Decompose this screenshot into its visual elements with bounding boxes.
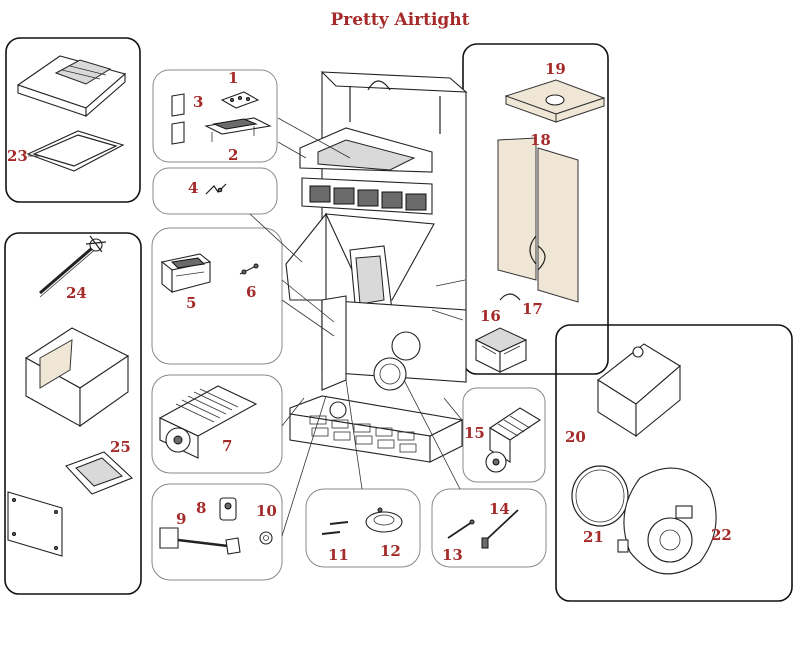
label-15: 15 <box>464 424 485 442</box>
pressure-switch-part <box>365 507 403 533</box>
group-box-pressure <box>305 488 421 568</box>
stove-body-assembly <box>285 71 468 463</box>
fan-blades <box>175 388 239 423</box>
probe-long-part <box>481 509 519 549</box>
label-24: 24 <box>66 284 87 302</box>
label-1: 1 <box>228 69 238 87</box>
group-box-motor <box>151 483 283 581</box>
label-12: 12 <box>380 542 401 560</box>
cover-plate-part <box>7 491 63 557</box>
clip-part <box>171 93 185 145</box>
label-10: 10 <box>256 502 277 520</box>
label-17: 17 <box>522 300 543 318</box>
side-panels-part <box>497 137 579 303</box>
label-7: 7 <box>222 437 232 455</box>
sensor-part <box>205 183 227 195</box>
group-box-fan <box>151 374 283 474</box>
label-11: 11 <box>328 546 349 564</box>
bracket-part <box>204 117 272 142</box>
blower-gasket-part <box>571 465 629 527</box>
label-2: 2 <box>228 146 238 164</box>
label-13: 13 <box>442 546 463 564</box>
convection-fan-part <box>158 385 258 459</box>
baffle-top-part <box>504 79 606 123</box>
label-5: 5 <box>186 294 196 312</box>
label-20: 20 <box>565 428 586 446</box>
group-box-top-left <box>5 37 141 203</box>
hopper-cover-part <box>24 327 130 428</box>
label-9: 9 <box>176 510 186 528</box>
label-16: 16 <box>480 307 501 325</box>
group-box-sensor <box>152 167 278 215</box>
switch-panel-part <box>220 91 260 109</box>
diagram-title: Pretty Airtight <box>330 10 470 30</box>
label-3: 3 <box>193 93 203 111</box>
thermocouple-part <box>239 263 259 275</box>
pressure-fitting-part <box>321 521 349 535</box>
label-25: 25 <box>110 438 131 456</box>
gear-motor-part <box>219 497 237 521</box>
group-box-blower-fan <box>462 387 546 483</box>
control-board-part <box>160 253 212 294</box>
probe-short-part <box>447 519 475 539</box>
label-19: 19 <box>545 60 566 78</box>
gasket-part <box>26 130 125 172</box>
bushing-part <box>259 531 273 545</box>
ignitor-rod-part <box>39 235 107 298</box>
base-grid <box>309 415 417 453</box>
gasket-plate-part <box>65 451 134 495</box>
combustion-blower-part <box>617 467 717 575</box>
group-box-probes <box>431 488 547 568</box>
label-22: 22 <box>711 526 732 544</box>
deflector-part <box>499 293 521 301</box>
label-14: 14 <box>489 500 510 518</box>
label-6: 6 <box>246 283 256 301</box>
top-lid-part <box>16 55 127 118</box>
group-box-switches <box>152 69 278 163</box>
label-4: 4 <box>188 179 198 197</box>
group-box-controller <box>151 227 283 365</box>
burn-pot-part <box>474 327 528 373</box>
group-box-left <box>4 232 142 595</box>
auger-motor-part <box>159 527 241 555</box>
label-21: 21 <box>583 528 604 546</box>
distribution-blower-part <box>485 407 542 473</box>
label-23: 23 <box>7 147 28 165</box>
label-8: 8 <box>196 499 206 517</box>
group-box-right-blower <box>555 324 793 602</box>
combustion-blower-housing-part <box>597 343 681 438</box>
heat-exchanger-grid <box>309 185 427 211</box>
leader-lines <box>249 117 466 537</box>
label-18: 18 <box>530 131 551 149</box>
